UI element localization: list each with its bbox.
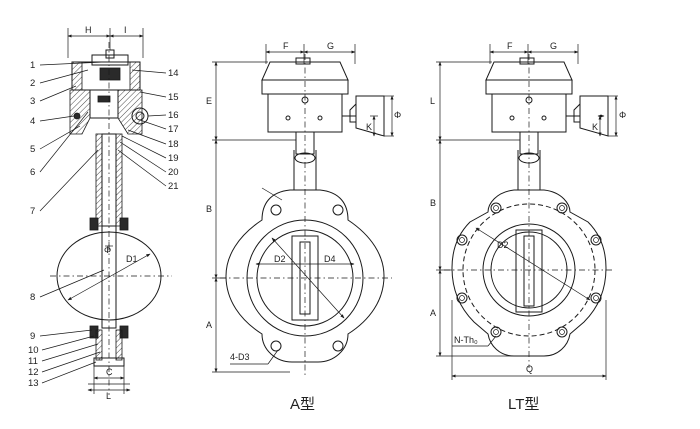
lt-dim-f: F	[507, 41, 513, 51]
callout-18: 18	[168, 139, 179, 150]
a-dim-holes: 4-D3	[230, 352, 250, 362]
callout-21: 21	[168, 181, 179, 192]
dim-i: I	[124, 25, 127, 35]
a-dim-a: A	[206, 320, 212, 330]
callout-2: 2	[30, 78, 35, 89]
a-dim-f: F	[283, 41, 289, 51]
callout-16: 16	[168, 110, 179, 121]
dim-h: H	[85, 25, 92, 35]
callout-11: 11	[28, 356, 38, 367]
a-dim-g: G	[327, 41, 334, 51]
caption-a-type: A型	[290, 396, 315, 413]
view-a-type: F G K Φ	[206, 41, 401, 413]
callout-9: 9	[30, 331, 35, 342]
callout-10: 10	[28, 345, 39, 356]
a-dim-d4: D4	[324, 254, 336, 264]
lt-dim-l: L	[430, 96, 435, 106]
callout-3: 3	[30, 96, 35, 107]
lt-lug-holes	[456, 202, 602, 338]
a-dim-k: K	[366, 122, 372, 132]
view-lt-type: F G K Φ	[430, 41, 626, 413]
lt-dim-d2: D2	[497, 240, 509, 250]
callout-8: 8	[30, 292, 35, 303]
lt-dim-g: G	[550, 41, 557, 51]
a-dim-e: E	[206, 96, 212, 106]
lt-dim-k: K	[592, 122, 598, 132]
lt-dim-b: B	[430, 198, 436, 208]
callouts-left: 1 2 3 4 5 6 7 8 9 10 11 12 13	[28, 60, 105, 389]
callout-19: 19	[168, 153, 179, 164]
callout-6: 6	[30, 167, 35, 178]
callout-15: 15	[168, 92, 179, 103]
callout-1: 1	[30, 60, 35, 71]
lt-dim-threads: N-Th₀	[454, 335, 478, 345]
callout-7: 7	[30, 206, 35, 217]
callout-12: 12	[28, 367, 39, 378]
callout-20: 20	[168, 167, 179, 178]
a-dim-phi: Φ	[394, 110, 401, 120]
dim-c: C	[106, 367, 113, 377]
callout-17: 17	[168, 124, 179, 135]
section-view: H I D1 Φ	[28, 25, 179, 401]
lt-dim-phi: Φ	[619, 110, 626, 120]
callout-13: 13	[28, 378, 39, 389]
dim-phi-stem: Φ	[104, 245, 111, 255]
a-dim-b: B	[206, 204, 212, 214]
a-dim-d2: D2	[274, 254, 286, 264]
dim-l: L	[106, 391, 111, 401]
callout-14: 14	[168, 68, 179, 79]
lt-dim-a: A	[430, 308, 436, 318]
caption-lt-type: LT型	[508, 396, 539, 413]
callout-5: 5	[30, 144, 35, 155]
callout-4: 4	[30, 116, 35, 127]
dim-d1: D1	[126, 254, 138, 264]
callouts-right: 14 15 16 17 18 19 20 21	[117, 68, 179, 192]
lt-dim-q: Q	[526, 364, 533, 374]
